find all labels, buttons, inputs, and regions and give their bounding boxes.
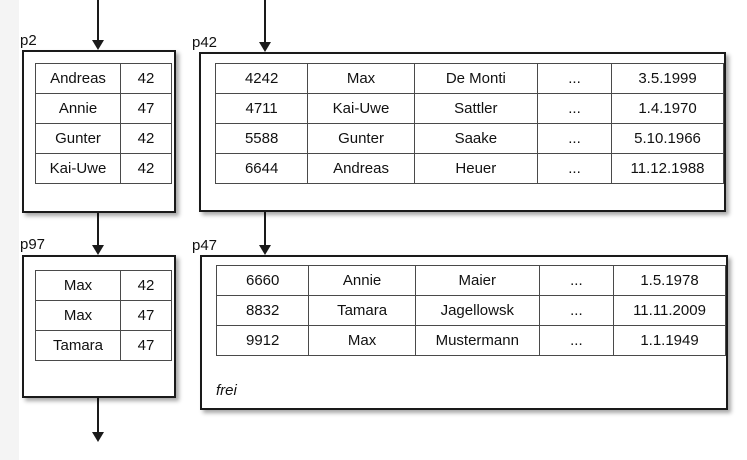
page-label-p2: p2 — [20, 32, 37, 49]
record-more-cell: ... — [538, 295, 615, 326]
table-row[interactable]: 8832 Tamara Jagellowsk ... 11.11.2009 — [215, 295, 726, 326]
dir-bucket-cell: 47 — [120, 300, 172, 331]
record-lastname-cell: Maier — [414, 265, 540, 296]
page-label-p47: p47 — [192, 237, 218, 254]
directory-table-p2: Andreas 42 Annie 47 Gunter 42 Kai-Uwe 42 — [35, 63, 172, 184]
free-space-label: frei — [216, 382, 237, 399]
record-more-cell: ... — [536, 123, 613, 154]
record-firstname-cell: Gunter — [307, 123, 415, 154]
record-id-cell: 6660 — [215, 265, 310, 296]
dir-name-cell: Andreas — [35, 63, 121, 94]
table-row[interactable]: Max 42 — [35, 270, 172, 301]
record-date-cell: 5.10.1966 — [611, 123, 724, 154]
dir-name-cell: Tamara — [35, 330, 121, 361]
left-margin-strip — [0, 0, 19, 460]
data-table-p47: 6660 Annie Maier ... 1.5.1978 8832 Tamar… — [215, 265, 726, 356]
arrow-out-of-p97 — [92, 398, 104, 442]
record-lastname-cell: Mustermann — [414, 325, 540, 356]
record-id-cell: 6644 — [214, 153, 309, 184]
record-id-cell: 8832 — [215, 295, 310, 326]
table-row[interactable]: Andreas 42 — [35, 63, 172, 94]
page-label-p42: p42 — [192, 34, 218, 51]
dir-name-cell: Annie — [35, 93, 121, 124]
record-date-cell: 11.11.2009 — [613, 295, 726, 326]
record-lastname-cell: Jagellowsk — [414, 295, 540, 326]
record-lastname-cell: De Monti — [413, 63, 538, 94]
dir-bucket-cell: 42 — [120, 270, 172, 301]
record-firstname-cell: Andreas — [307, 153, 415, 184]
record-date-cell: 11.12.1988 — [611, 153, 724, 184]
record-id-cell: 4711 — [214, 93, 309, 124]
table-row[interactable]: Max 47 — [35, 300, 172, 331]
record-more-cell: ... — [536, 63, 613, 94]
record-more-cell: ... — [538, 265, 615, 296]
dir-name-cell: Max — [35, 300, 121, 331]
record-more-cell: ... — [536, 153, 613, 184]
dir-bucket-cell: 47 — [120, 93, 172, 124]
arrow-into-p42 — [259, 0, 271, 52]
record-id-cell: 5588 — [214, 123, 309, 154]
dir-name-cell: Gunter — [35, 123, 121, 154]
table-row[interactable]: 6644 Andreas Heuer ... 11.12.1988 — [214, 153, 724, 184]
dir-name-cell: Kai-Uwe — [35, 153, 121, 184]
dir-bucket-cell: 47 — [120, 330, 172, 361]
record-more-cell: ... — [538, 325, 615, 356]
record-more-cell: ... — [536, 93, 613, 124]
page-box-p97[interactable]: Max 42 Max 47 Tamara 47 — [22, 255, 176, 398]
table-row[interactable]: Annie 47 — [35, 93, 172, 124]
dir-name-cell: Max — [35, 270, 121, 301]
table-row[interactable]: 5588 Gunter Saake ... 5.10.1966 — [214, 123, 724, 154]
record-lastname-cell: Saake — [413, 123, 538, 154]
table-row[interactable]: Kai-Uwe 42 — [35, 153, 172, 184]
table-row[interactable]: 4242 Max De Monti ... 3.5.1999 — [214, 63, 724, 94]
record-firstname-cell: Kai-Uwe — [307, 93, 415, 124]
table-row[interactable]: 6660 Annie Maier ... 1.5.1978 — [215, 265, 726, 296]
record-date-cell: 3.5.1999 — [611, 63, 724, 94]
directory-table-p97: Max 42 Max 47 Tamara 47 — [35, 270, 172, 361]
table-row[interactable]: Gunter 42 — [35, 123, 172, 154]
record-firstname-cell: Max — [307, 63, 415, 94]
record-id-cell: 9912 — [215, 325, 310, 356]
page-box-p47[interactable]: 6660 Annie Maier ... 1.5.1978 8832 Tamar… — [200, 255, 728, 410]
record-firstname-cell: Tamara — [308, 295, 416, 326]
table-row[interactable]: Tamara 47 — [35, 330, 172, 361]
page-label-p97: p97 — [20, 236, 46, 253]
page-box-p42[interactable]: 4242 Max De Monti ... 3.5.1999 4711 Kai-… — [199, 52, 726, 212]
record-id-cell: 4242 — [214, 63, 309, 94]
arrow-p42-to-p47 — [259, 212, 271, 255]
record-date-cell: 1.4.1970 — [611, 93, 724, 124]
record-date-cell: 1.5.1978 — [613, 265, 726, 296]
arrow-into-p2 — [92, 0, 104, 50]
record-lastname-cell: Sattler — [413, 93, 538, 124]
dir-bucket-cell: 42 — [120, 153, 172, 184]
record-lastname-cell: Heuer — [413, 153, 538, 184]
table-row[interactable]: 4711 Kai-Uwe Sattler ... 1.4.1970 — [214, 93, 724, 124]
dir-bucket-cell: 42 — [120, 123, 172, 154]
record-date-cell: 1.1.1949 — [613, 325, 726, 356]
page-box-p2[interactable]: Andreas 42 Annie 47 Gunter 42 Kai-Uwe 42 — [22, 50, 176, 213]
data-table-p42: 4242 Max De Monti ... 3.5.1999 4711 Kai-… — [214, 63, 724, 184]
record-firstname-cell: Annie — [308, 265, 416, 296]
dir-bucket-cell: 42 — [120, 63, 172, 94]
arrow-p2-to-p97 — [92, 213, 104, 255]
table-row[interactable]: 9912 Max Mustermann ... 1.1.1949 — [215, 325, 726, 356]
record-firstname-cell: Max — [308, 325, 416, 356]
